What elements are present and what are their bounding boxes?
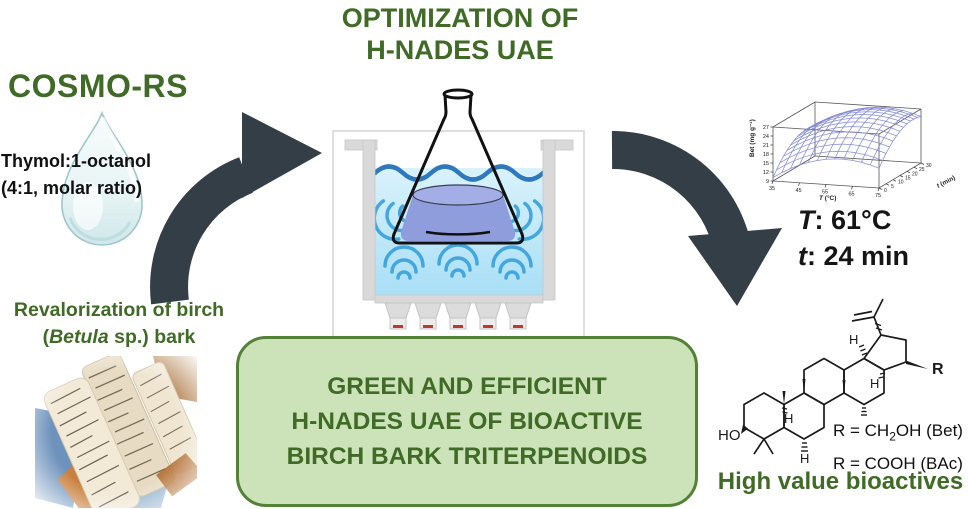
- svg-text:65: 65: [848, 191, 854, 197]
- solvent-line2: (4:1, molar ratio): [1, 178, 143, 198]
- svg-text:21: 21: [763, 143, 769, 149]
- r-group-line1: R = CH2OH (Bet): [833, 421, 963, 444]
- svg-text:27: 27: [763, 125, 769, 131]
- cosmo-rs-label: COSMO-RS: [8, 68, 188, 104]
- svg-text:10: 10: [898, 180, 904, 186]
- bath-walls: [344, 139, 574, 301]
- r-group-line2: R = COOH (BAc): [833, 454, 963, 474]
- conclusion-box: GREEN AND EFFICIENT H-NADES UAE OF BIOAC…: [236, 336, 698, 507]
- optimum-time: t: 24 min: [798, 241, 910, 271]
- molecule-bonds: [743, 298, 907, 455]
- svg-text:Bet (mg g⁻¹): Bet (mg g⁻¹): [749, 119, 756, 157]
- title-line1: OPTIMIZATION OF: [341, 3, 579, 33]
- molecule-atom-labels: HO R H H H H: [718, 332, 944, 466]
- svg-text:12: 12: [763, 170, 769, 176]
- svg-text:35: 35: [769, 186, 775, 192]
- page-title: OPTIMIZATION OF H-NADES UAE: [250, 2, 670, 66]
- ho-label: HO: [718, 427, 741, 444]
- h-label-3: H: [784, 411, 793, 426]
- curved-arrow-right-icon: [611, 130, 782, 306]
- svg-text:5: 5: [891, 184, 894, 190]
- product-caption: High value bioactives: [717, 468, 964, 495]
- conclusion-line1: GREEN AND EFFICIENT: [327, 373, 607, 400]
- water-surface-wave: [372, 164, 546, 182]
- h-label-2: H: [870, 376, 879, 391]
- feedstock-line1: Revalorization of birch: [13, 299, 225, 321]
- solvent-composition: Thymol:1-octanol (4:1, molar ratio): [1, 148, 151, 202]
- svg-text:30: 30: [926, 163, 932, 169]
- erlenmeyer-flask-icon: [391, 88, 525, 245]
- curved-arrow-left-icon: [150, 112, 322, 305]
- svg-text:18: 18: [763, 152, 769, 158]
- conclusion-line3: BIRCH BARK TRITERPENOIDS: [286, 443, 648, 470]
- molecule-wedges: [741, 360, 928, 434]
- transducers: [384, 302, 532, 330]
- betula-italic: Betula: [49, 326, 109, 348]
- optimum-conditions: T: 61°C t: 24 min: [798, 202, 909, 274]
- conclusion-line2: H-NADES UAE OF BIOACTIVE: [291, 408, 643, 435]
- solvent-droplet-icon: [61, 110, 143, 246]
- r-label: R: [932, 361, 944, 378]
- feedstock-label: Revalorization of birch (Betula sp.) bar…: [0, 297, 238, 351]
- h-label-4: H: [800, 451, 809, 466]
- svg-text:75: 75: [875, 193, 881, 199]
- svg-text:25: 25: [919, 167, 925, 173]
- birch-bark-photo: [35, 356, 197, 508]
- solvent-line1: Thymol:1-octanol: [1, 151, 152, 171]
- ultrasonic-bath-icon: [332, 88, 585, 338]
- molecule-hashes: [781, 322, 886, 452]
- title-line2: H-NADES UAE: [366, 35, 554, 65]
- svg-text:9: 9: [766, 179, 769, 185]
- r-group-legend: R = CH2OH (Bet) R = COOH (BAc): [833, 417, 963, 477]
- svg-text:45: 45: [795, 188, 801, 194]
- svg-text:15: 15: [905, 176, 911, 182]
- svg-text:24: 24: [763, 134, 769, 140]
- svg-text:T (°C): T (°C): [819, 194, 836, 202]
- flask-liquid: [400, 184, 516, 241]
- optimum-temperature: T: 61°C: [798, 205, 892, 235]
- svg-text:15: 15: [763, 161, 769, 167]
- svg-text:55: 55: [822, 190, 828, 196]
- svg-text:0: 0: [884, 188, 887, 194]
- h-label-1: H: [849, 332, 858, 347]
- feedstock-line2: (Betula sp.) bark: [42, 326, 196, 348]
- svg-text:20: 20: [912, 171, 918, 177]
- triterpenoid-structure-icon: HO R H H H H: [718, 298, 944, 466]
